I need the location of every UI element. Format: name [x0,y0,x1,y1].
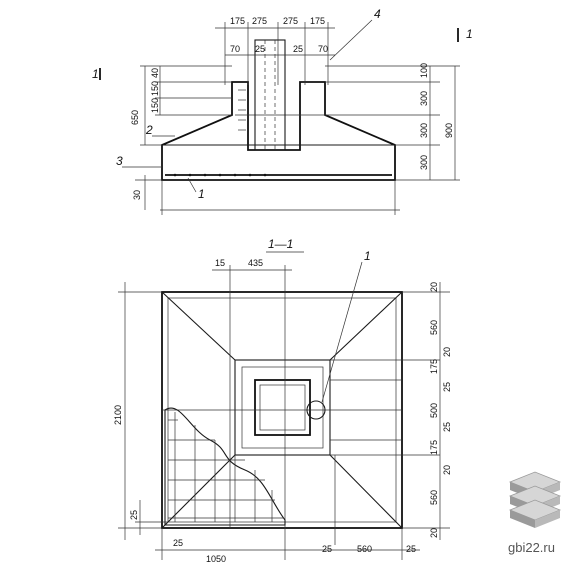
callout-1: 1 [198,187,205,201]
right-dim-4: 300 [419,155,429,170]
plan-bottom-dim-4: 560 [357,544,372,554]
right-dim-1: 100 [419,63,429,78]
plan-right-dim-6: 500 [429,403,439,418]
top-dim-4: 175 [310,16,325,26]
socket-rebar [238,89,246,131]
watermark-text: gbi22.ru [508,540,555,555]
rebar-mesh [164,407,286,526]
right-dim-2: 300 [419,91,429,106]
plan-left-dim-cover: 25 [129,510,139,520]
pedestal [234,359,331,456]
right-dim-total: 900 [444,123,454,138]
callout-3: 3 [116,154,123,168]
plan-view: 1—1 1 [113,237,452,564]
section-outline [161,81,396,181]
right-dim-3: 300 [419,123,429,138]
section-mark-left: 1 [92,67,99,81]
top-dim-2: 275 [252,16,267,26]
sub-dim-1: 70 [230,44,240,54]
top-dim-1: 175 [230,16,245,26]
column-socket [254,39,286,151]
sub-dim-2: 25 [255,44,265,54]
plan-right-dim-5: 25 [442,382,452,392]
plan-right-dim-1: 20 [429,282,439,292]
rebar-dots [173,173,267,177]
left-dim-3: 150 [150,98,160,113]
watermark: gbi22.ru [508,471,562,555]
section-view: 175 275 275 175 70 25 25 70 100 300 300 … [92,7,473,215]
plan-right-dim-10: 560 [429,490,439,505]
plan-callout: 1 [364,249,371,263]
plan-bottom-dim-2: 1050 [206,554,226,564]
left-dim-1: 40 [150,68,160,78]
left-dim-2: 150 [150,81,160,96]
sub-dim-4: 70 [318,44,328,54]
plan-left-dim-total: 2100 [113,405,123,425]
plan-right-dim-8: 175 [429,440,439,455]
plan-bottom-dim-5: 25 [406,544,416,554]
plan-right-dim-4: 175 [429,359,439,374]
plan-right-dim-11: 20 [429,528,439,538]
callout-4-leader [329,19,373,61]
plan-right-dim-2: 560 [429,320,439,335]
top-dim-3: 275 [283,16,298,26]
left-dim-cover: 30 [132,190,142,200]
callout-4: 4 [374,7,381,21]
plan-bottom-dim-3: 25 [322,544,332,554]
left-dim-total: 650 [130,110,140,125]
detail-circle [306,400,326,420]
section-mark-right: 1 [466,27,473,41]
plan-right-dim-3: 20 [442,347,452,357]
sub-dim-3: 25 [293,44,303,54]
plan-top-dim-1: 15 [215,258,225,268]
callout-2: 2 [145,123,153,137]
plan-right-dim-9: 20 [442,465,452,475]
plan-top-dim-2: 435 [248,258,263,268]
plan-title: 1—1 [268,237,293,251]
plan-socket [254,379,311,436]
plan-right-dim-7: 25 [442,422,452,432]
plan-bottom-dim-1: 25 [173,538,183,548]
slab-stack-icon [508,471,562,528]
